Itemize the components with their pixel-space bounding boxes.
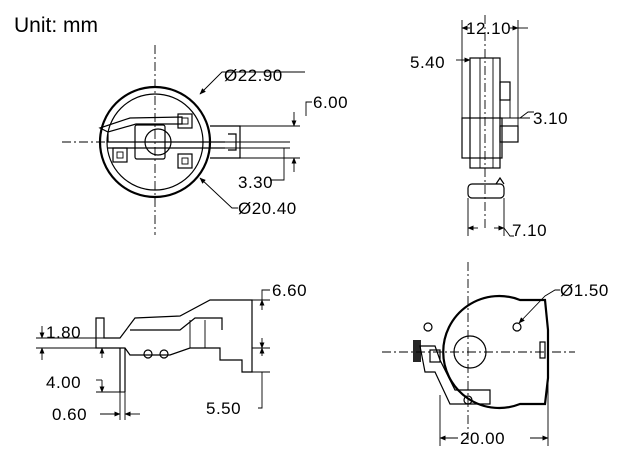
dim-outer-dia: Ø22.90: [224, 66, 283, 85]
dim-inner-dia: Ø20.40: [238, 199, 297, 218]
dim-front-pin: 4.00: [46, 373, 81, 392]
dim-side-pin: 3.10: [533, 109, 568, 128]
dim-side-width: 12.10: [466, 19, 511, 38]
bottom-outline: [442, 294, 550, 410]
dim-width: 6.00: [313, 93, 348, 112]
dim-side-left: 5.40: [410, 53, 445, 72]
front-view: 6.60 5.50 1.80 4.00 0.60: [36, 281, 307, 424]
dim-bottom-width: 20.00: [460, 429, 505, 448]
side-view: 12.10 5.40 3.10 7.10: [410, 15, 568, 240]
dim-front-step: 1.80: [46, 323, 81, 342]
top-view: Ø22.90 6.00 3.30 Ø20.40: [62, 45, 348, 235]
dim-offset: 3.30: [238, 173, 273, 192]
dim-front-height: 6.60: [272, 281, 307, 300]
dim-side-foot: 7.10: [512, 221, 547, 240]
dim-hole-dia: Ø1.50: [560, 281, 609, 300]
bottom-view: Ø1.50 20.00: [382, 262, 609, 448]
dim-front-thick: 0.60: [52, 405, 87, 424]
unit-label: Unit: mm: [14, 14, 98, 37]
dim-front-foot: 5.50: [206, 399, 241, 418]
